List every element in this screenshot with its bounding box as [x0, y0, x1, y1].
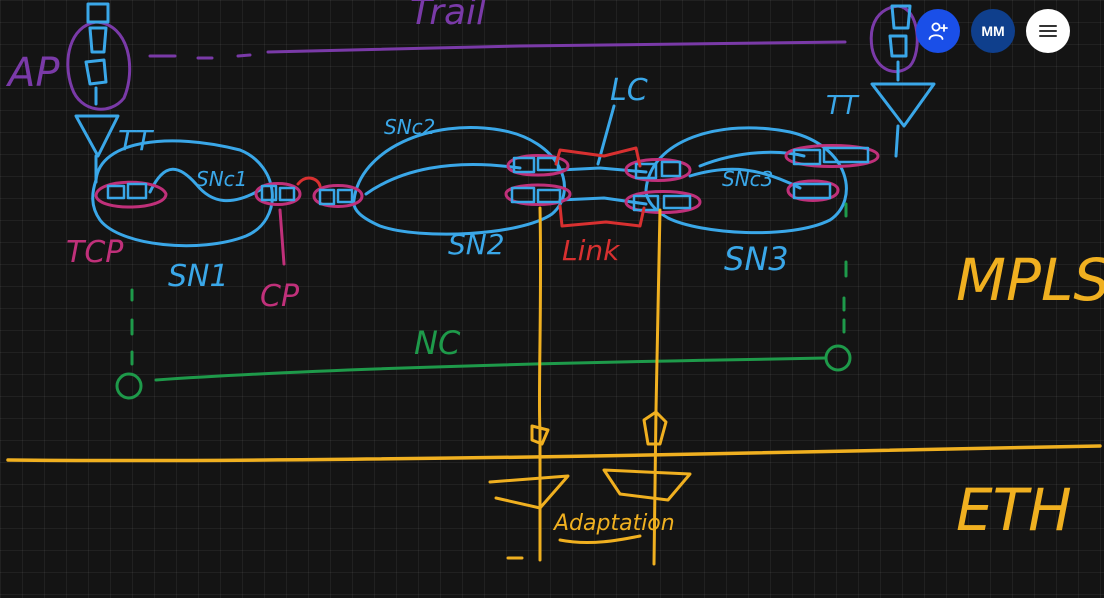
sn-1-ellipse — [91, 139, 274, 248]
tcp-label: TCP — [66, 235, 124, 270]
snc-3-curve — [688, 167, 802, 190]
cp-label: CP — [260, 279, 300, 314]
nc-label: NC — [414, 324, 461, 362]
snc-2-curve — [364, 162, 522, 196]
link-line-lower — [558, 196, 648, 206]
tt-right-triangle — [870, 82, 936, 128]
adapt-triangle-right — [602, 468, 692, 502]
trail-dash-left — [148, 53, 252, 60]
snc-1-curve — [148, 167, 262, 203]
right-adaptation-stack — [888, 4, 912, 82]
tt-right-label: TT — [826, 91, 860, 121]
sn-1-label: SN1 — [168, 259, 229, 294]
nc-line — [154, 356, 828, 382]
top-right-toolbar: MM — [916, 9, 1070, 53]
adapt-arrow-left — [530, 424, 550, 446]
link-label: Link — [562, 234, 621, 267]
snc-1-label: SNc1 — [196, 167, 247, 191]
avatar-initials: MM — [981, 23, 1005, 39]
left-adaptation-stack — [84, 2, 110, 106]
nc-endpoint-right — [824, 344, 852, 372]
ap-right-ring — [869, 4, 919, 73]
add-user-button[interactable] — [916, 9, 960, 53]
snc-2-label: SNc2 — [384, 115, 435, 139]
ap-label: AP — [5, 50, 60, 96]
tt-right-stem — [894, 124, 900, 158]
sn-2-label: SN2 — [448, 228, 505, 261]
lc-label: LC — [610, 73, 648, 108]
ap-left-ring — [66, 20, 132, 111]
eth-label: ETH — [956, 476, 1072, 544]
cp-pointer — [278, 208, 286, 266]
layer-boundary-line — [6, 444, 1102, 463]
menu-button[interactable] — [1026, 9, 1070, 53]
tcp-ring — [94, 180, 168, 209]
link-bracket-lower — [558, 204, 646, 228]
link-line-upper — [558, 166, 648, 174]
adapt-triangle-left — [488, 474, 570, 510]
snc-3-label: SNc3 — [722, 167, 773, 191]
sn-3-ellipse — [644, 126, 848, 235]
port-boxes — [106, 146, 870, 212]
adaptation-label: Adaptation — [552, 511, 675, 536]
adapt-underline — [506, 534, 642, 560]
adapt-arrow-right — [642, 410, 668, 446]
tcp-dashed-right — [842, 202, 848, 334]
sn-2-ellipse — [352, 125, 566, 236]
nc-endpoint-left — [115, 372, 143, 400]
link-bracket-upper — [554, 146, 642, 168]
sn-3-label: SN3 — [724, 240, 789, 278]
hamburger-menu-icon — [1039, 25, 1057, 37]
tt-left-label: TT — [118, 124, 154, 157]
client-link-left — [537, 206, 543, 562]
trail-line — [266, 40, 847, 54]
tt-left-triangle — [74, 114, 120, 158]
snc-3-upper — [698, 150, 806, 168]
top-trail-label: Trail — [410, 0, 486, 33]
avatar-button[interactable]: MM — [971, 9, 1015, 53]
cp-red-link — [296, 176, 322, 188]
mpls-label: MPLS — [956, 246, 1104, 314]
client-link-right — [652, 208, 662, 566]
person-plus-icon — [928, 22, 948, 40]
